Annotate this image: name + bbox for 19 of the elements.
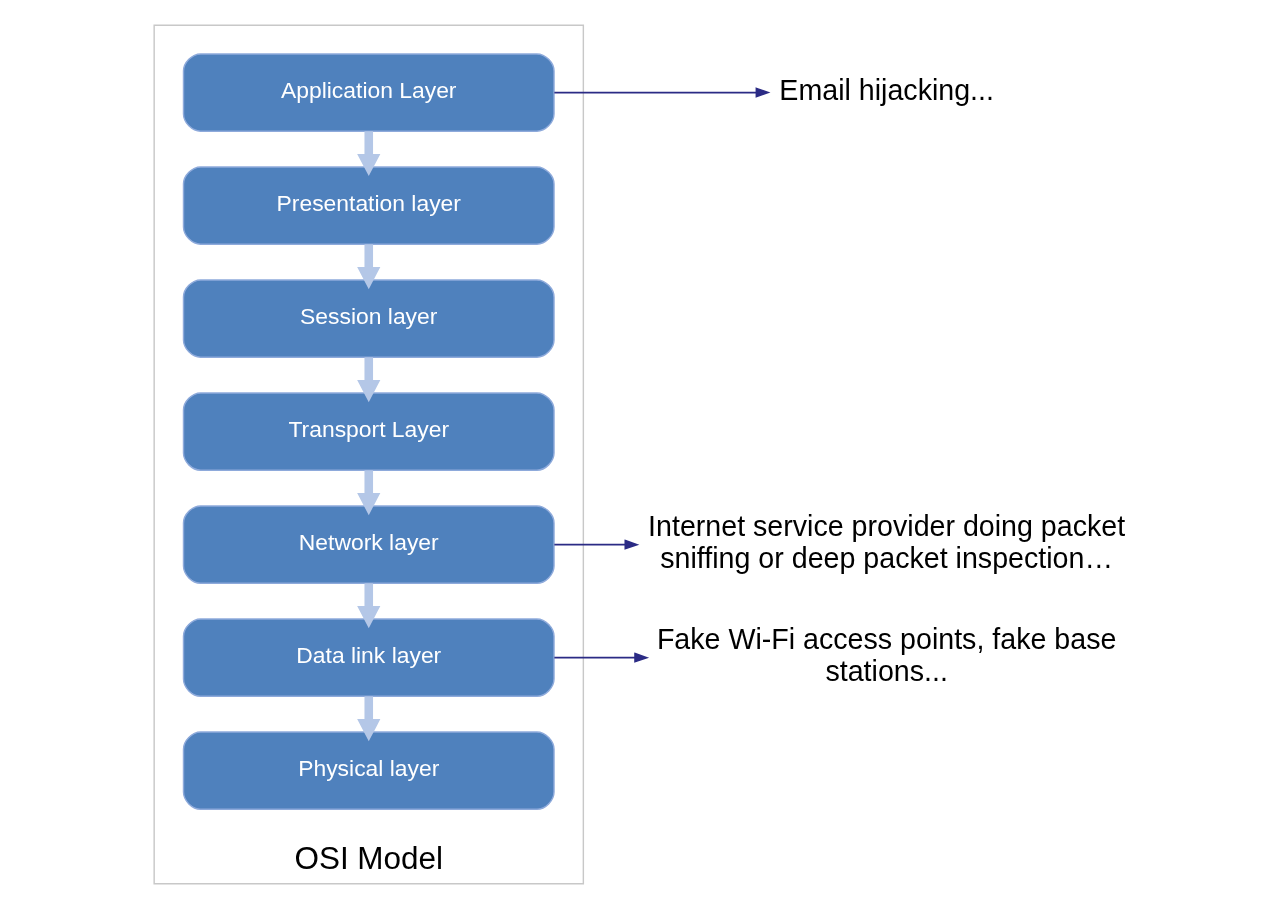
arrow: [357, 131, 381, 177]
node-box: Application Layer: [182, 53, 555, 132]
node-box: Physical layer: [182, 731, 555, 810]
node-text: Internet service provider doing packet sniffing or deep packet inspection…: [648, 510, 1126, 574]
node-box: Network layer: [182, 505, 555, 584]
node-box: Transport Layer: [182, 392, 555, 471]
arrow: [357, 357, 381, 403]
arrow: [357, 583, 381, 629]
node-box: Session layer: [182, 279, 555, 358]
arrow: [553, 539, 640, 550]
arrow: [357, 696, 381, 742]
arrow: [357, 244, 381, 290]
node-text: Email hijacking...: [779, 73, 994, 106]
arrow: [357, 470, 381, 516]
node-text: Fake Wi-Fi access points, fake base stations...: [656, 623, 1117, 687]
arrow: [553, 652, 650, 663]
node-box: Data link layer: [182, 618, 555, 697]
arrow: [553, 87, 771, 98]
node-box: Presentation layer: [182, 166, 555, 245]
